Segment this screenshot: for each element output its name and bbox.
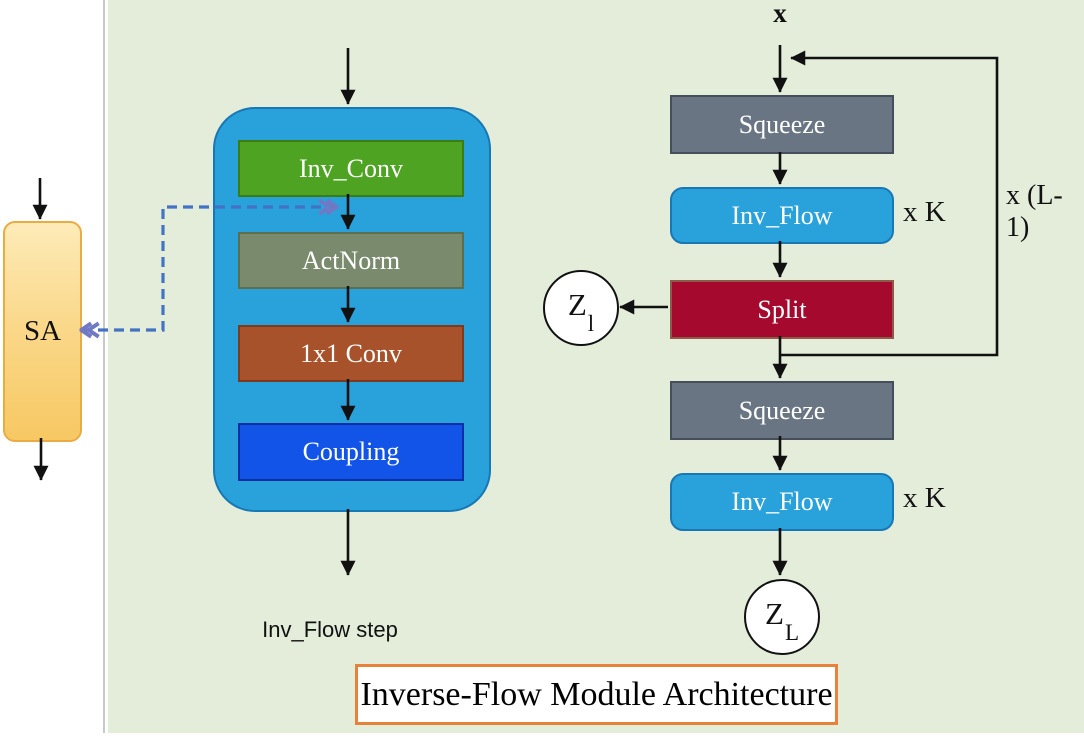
stage-squeeze-2-label: Squeeze: [738, 395, 826, 425]
stage-squeeze-1-label: Squeeze: [738, 109, 826, 139]
inv-flow-step-caption: Inv_Flow step: [262, 617, 398, 642]
latent-z-l-label: Zl: [567, 287, 595, 336]
sa-module-label: SA: [23, 315, 62, 347]
input-x-label: x: [773, 0, 787, 28]
layer-actnorm-label: ActNorm: [301, 245, 401, 275]
diagram-title-box: Inverse-Flow Module Architecture: [355, 664, 838, 725]
layer-inv-conv: Inv_Conv: [238, 140, 464, 197]
stage-split: Split: [670, 280, 894, 339]
layer-coupling: Coupling: [238, 423, 464, 481]
stage-inv-flow-1-label: Inv_Flow: [731, 200, 833, 230]
latent-z-L-label: ZL: [765, 596, 799, 645]
stage-inv-flow-2-label: Inv_Flow: [731, 487, 833, 516]
layer-inv-conv-label: Inv_Conv: [299, 153, 403, 183]
layer-coupling-label: Coupling: [302, 437, 400, 466]
stage-split-label: Split: [757, 294, 807, 324]
stage-inv-flow-1: Inv_Flow: [670, 187, 894, 244]
layer-actnorm: ActNorm: [238, 232, 464, 289]
layer-1x1-conv-label: 1x1 Conv: [300, 338, 402, 368]
latent-z-l-node: Zl: [543, 270, 619, 346]
repeat-k-label-1: x K: [903, 196, 946, 228]
stage-inv-flow-2: Inv_Flow: [670, 473, 894, 531]
latent-z-L-node: ZL: [744, 579, 820, 655]
repeat-k-label-2: x K: [903, 482, 946, 514]
stage-squeeze-1: Squeeze: [670, 95, 894, 154]
repeat-l-minus-1-label: x (L-1): [1006, 180, 1063, 243]
panel-divider-line: [103, 0, 105, 733]
stage-squeeze-2: Squeeze: [670, 381, 894, 440]
sa-module-box: SA: [3, 221, 82, 442]
diagram-title: Inverse-Flow Module Architecture: [360, 675, 833, 713]
layer-1x1-conv: 1x1 Conv: [238, 325, 464, 382]
